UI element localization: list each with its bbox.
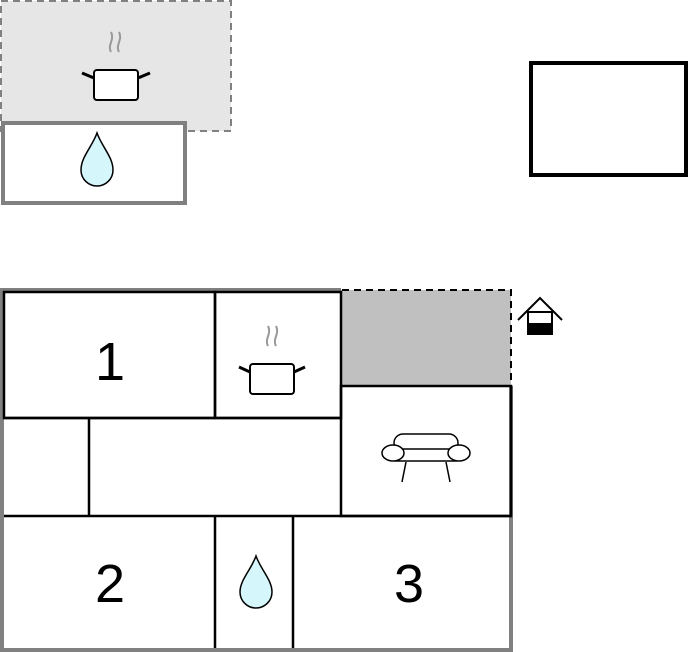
living-sofa-icon (381, 433, 471, 483)
bathroom-water-drop-icon (239, 553, 273, 609)
annex-terrace (0, 0, 232, 132)
patio-dashed-border (318, 289, 512, 386)
room-label-1: 1 (95, 332, 125, 392)
room-label-3: 3 (394, 554, 424, 614)
annex-water-drop-icon (80, 130, 114, 187)
interior-walls (2, 290, 513, 648)
room-label-2: 2 (95, 554, 125, 614)
kitchen-cooking-pot-icon (238, 325, 306, 395)
house-outer-wall (0, 288, 513, 652)
patio (341, 290, 511, 386)
annex-kitchen-icon (81, 31, 151, 101)
outbuilding (529, 61, 688, 177)
house-exit-icon (517, 296, 563, 335)
